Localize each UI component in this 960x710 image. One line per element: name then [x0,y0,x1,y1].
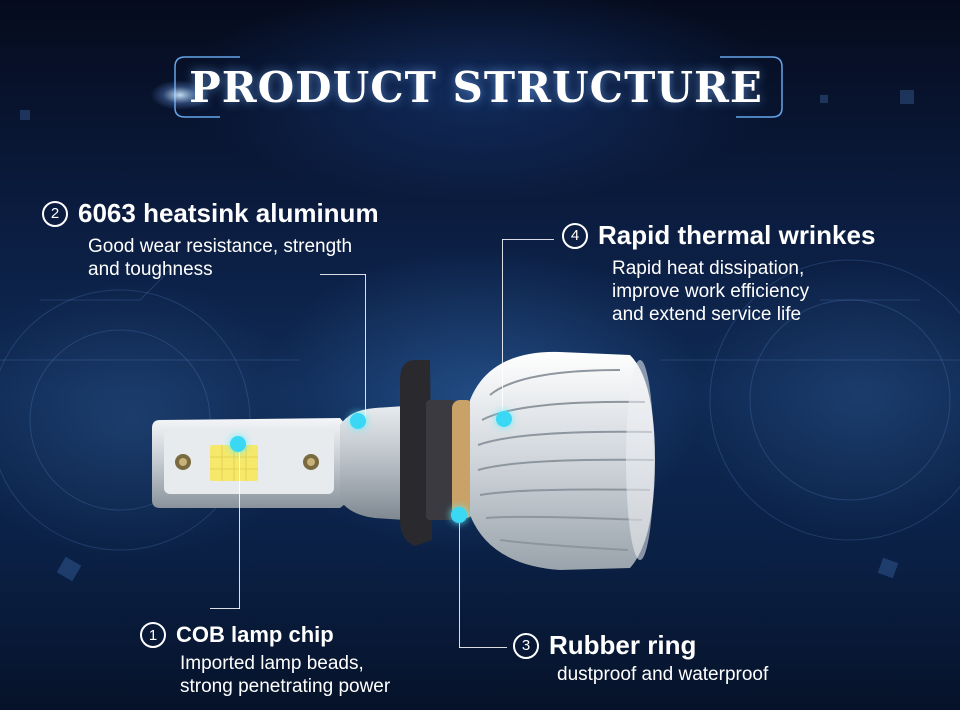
marker-dot-fins [496,411,512,427]
number-badge: 4 [562,222,588,249]
lens-flare [150,80,210,110]
number-badge: 3 [513,632,539,659]
callout-description: Imported lamp beads, strong penetrating … [180,653,391,697]
marker-dot-rubber-ring [451,507,467,523]
callout-description: Good wear resistance, strength and tough… [88,236,353,280]
callout-title: Rapid thermal wrinkes [598,220,876,250]
callout-rubber-heading: 3 Rubber ring [513,630,768,661]
callout-rubber-ring: 3 Rubber ring dustproof and waterproof [513,630,768,686]
callout-description: Rapid heat dissipation, improve work eff… [612,258,810,325]
leader-line-3-vertical [459,516,460,648]
callout-thermal-heading: 4 Rapid thermal wrinkes [562,220,875,251]
leader-line-4-vertical [502,239,503,419]
callout-title: Rubber ring [549,630,697,660]
marker-dot-chip [230,436,246,452]
led-bulb-illustration [152,351,655,570]
callout-heatsink: 2 6063 heatsink aluminum Good wear resis… [42,198,379,281]
callout-cob-chip: 1 COB lamp chip Imported lamp beads, str… [140,622,390,698]
leader-line-3-horizontal [459,647,507,648]
leader-line-1-vertical [239,445,240,609]
callout-description: dustproof and waterproof [557,664,769,685]
callout-title: 6063 heatsink aluminum [78,198,379,228]
leader-line-1-horizontal [210,608,240,609]
callout-thermal-wrinkes: 4 Rapid thermal wrinkes Rapid heat dissi… [562,220,875,326]
leader-line-2-horizontal [320,274,366,275]
number-badge: 1 [140,622,166,648]
leader-line-2-vertical [365,274,366,422]
callout-heatsink-heading: 2 6063 heatsink aluminum [42,198,379,229]
callout-cob-heading: 1 COB lamp chip [140,622,390,648]
leader-line-4-horizontal [502,239,554,240]
page-title: PRODUCT STRUCTURE [189,63,763,112]
callout-title: COB lamp chip [176,622,334,647]
marker-dot-heatsink [350,413,366,429]
number-badge: 2 [42,200,68,227]
